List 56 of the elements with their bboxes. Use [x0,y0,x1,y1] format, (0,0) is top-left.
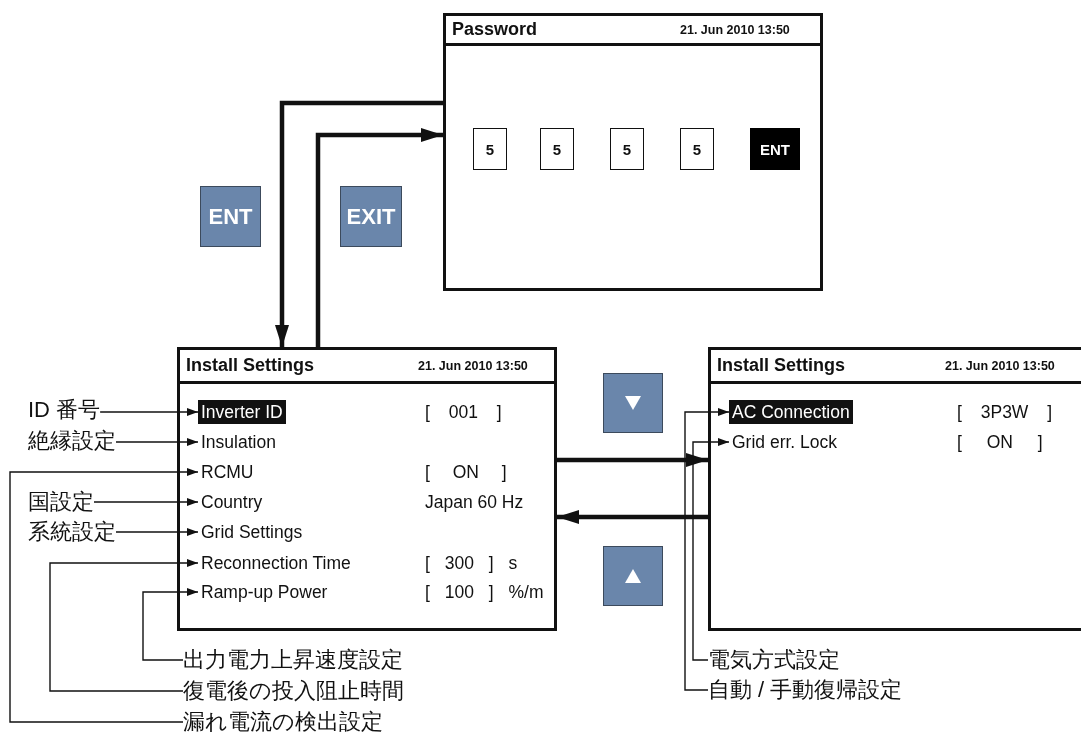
annotation-text: 国設定 [28,489,94,515]
display-screen [708,347,1081,631]
leader-line [692,438,730,661]
annotation-text: 系統設定 [28,519,116,545]
menu-item: Reconnection Time [198,551,354,575]
leader-line [115,438,199,446]
annotation-text: 出力電力上昇速度設定 [183,647,403,673]
screen-title: Install Settings [717,354,846,376]
selected-menu-item: AC Connection [729,400,853,424]
setting-value: [ ON ] [957,431,1043,454]
keypad-button: EXIT [340,186,402,247]
date-time: 21. Jun 2010 13:50 [680,22,790,37]
arrow [275,100,443,347]
leader-line [99,408,199,416]
leader-line [115,528,199,536]
screen-title: Install Settings [186,354,315,376]
keypad-button [603,546,663,606]
keypad-button [603,373,663,433]
menu-item: Grid err. Lock [729,430,841,454]
arrow [557,510,708,524]
screen-title: Password [452,18,538,40]
enter-key: ENT [750,128,800,170]
date-time: 21. Jun 2010 13:50 [418,358,528,373]
leader-line [49,559,199,692]
digit-key: 5 [680,128,714,170]
digit-key: 5 [540,128,574,170]
annotation-text: 絶縁設定 [28,428,116,454]
keypad-button: ENT [200,186,261,247]
display-screen [443,13,823,291]
annotation-text: 漏れ電流の検出設定 [183,709,383,735]
setting-value: [ 300 ] s [425,552,518,575]
arrow [315,128,443,347]
setting-value: [ 3P3W ] [957,401,1053,424]
annotation-text: 復電後の投入阻止時間 [183,678,404,704]
setting-value: [ 001 ] [425,401,502,424]
date-time: 21. Jun 2010 13:50 [945,358,1055,373]
annotation-text: 電気方式設定 [708,647,840,673]
setting-value: [ ON ] [425,461,507,484]
arrow [557,453,708,467]
leader-line [684,408,730,691]
leader-line [142,588,199,661]
menu-item: Ramp-up Power [198,580,331,604]
setting-value: [ 100 ] %/m [425,581,544,604]
menu-item: Grid Settings [198,520,306,544]
annotation-text: ID 番号 [28,397,101,423]
leader-line [93,498,199,506]
selected-menu-item: Inverter ID [198,400,286,424]
leader-line [9,468,199,723]
setting-value: Japan 60 Hz [425,491,524,514]
menu-item: RCMU [198,460,257,484]
menu-item: Insulation [198,430,279,454]
annotation-text: 自動 / 手動復帰設定 [708,677,903,703]
display-screen [177,347,557,631]
menu-item: Country [198,490,266,514]
digit-key: 5 [610,128,644,170]
digit-key: 5 [473,128,507,170]
